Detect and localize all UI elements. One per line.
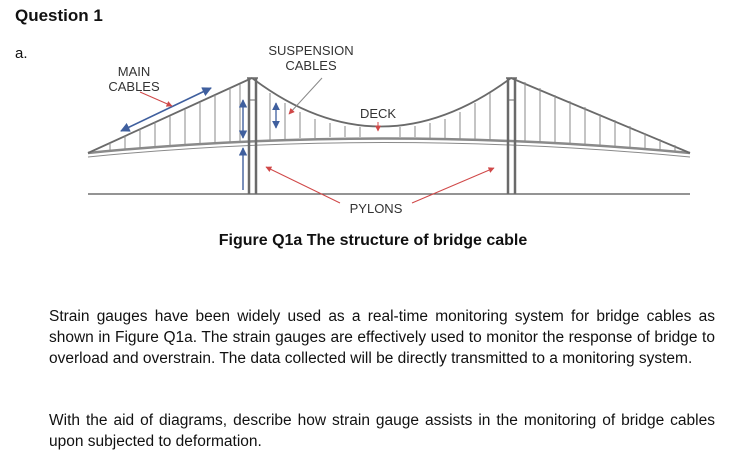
body-paragraph-2: With the aid of diagrams, describe how s…: [49, 412, 715, 450]
main-cables-leader-arrow: [139, 91, 173, 107]
figure-caption: Figure Q1a The structure of bridge cable: [218, 232, 528, 249]
pylons-leader-arrow-right: [411, 167, 495, 204]
bridge-deck: [87, 137, 691, 155]
pylons-label: PYLONS: [350, 201, 403, 216]
part-label: a.: [15, 45, 28, 62]
main-cables-label-line2: CABLES: [108, 79, 160, 94]
suspension-cables-label-line1: SUSPENSION: [268, 43, 353, 58]
pylons-leader-arrow-left: [265, 166, 341, 204]
question-title: Question 1: [15, 6, 103, 25]
main-cable-tension-arrow: [120, 87, 212, 132]
deck-label: DECK: [360, 106, 396, 121]
main-cables-label-line1: MAIN: [118, 64, 151, 79]
body-paragraph-1: Strain gauges have been widely used as a…: [49, 308, 715, 367]
suspension-cables-leader-arrow: [288, 77, 323, 115]
left-pylon: [247, 77, 258, 194]
bridge-figure: MAIN CABLES SUSPENSION CABLES DECK PYLON…: [87, 43, 691, 216]
right-pylon: [506, 77, 517, 194]
bridge-deck-underside: [87, 142, 691, 158]
suspension-cables-label-line2: CABLES: [285, 58, 337, 73]
